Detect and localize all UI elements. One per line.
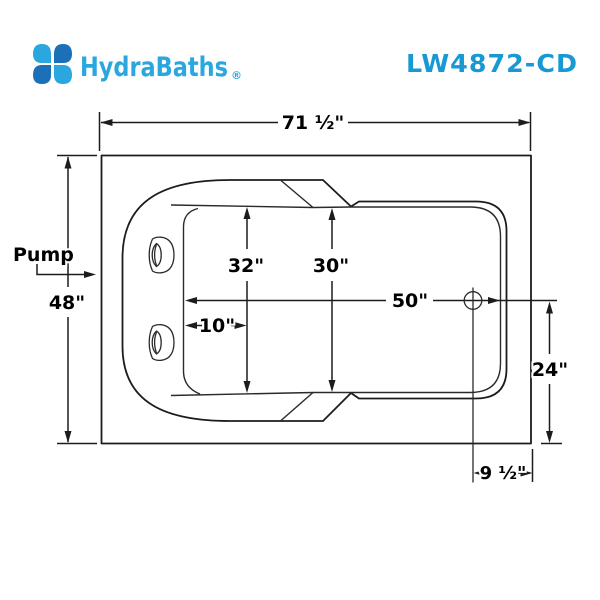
backrest-transition-line <box>280 179 314 209</box>
registered-mark: ® <box>231 69 242 82</box>
dimension-label-drain-from-end: 9 ½" <box>480 463 527 484</box>
brand-logo: HydraBaths ® <box>33 44 242 84</box>
dimension-basin-depth: 30" <box>311 208 351 392</box>
dimension-label-overall-width: 71 ½" <box>282 112 345 134</box>
dimension-overall-depth: 48" <box>47 154 97 445</box>
pump-callout: Pump <box>11 242 96 278</box>
logo-mark <box>33 44 72 84</box>
dimension-label-seat-area-depth: 32" <box>228 255 264 277</box>
jet-icon <box>148 323 175 362</box>
dimension-label-seat-length: 10" <box>199 315 235 337</box>
dimension-drain-from-front: 24" <box>530 301 570 445</box>
logo-petal <box>33 44 51 63</box>
dimension-overall-width: 71 ½" <box>98 110 532 151</box>
dimension-label-basin-length: 50" <box>392 290 428 312</box>
pump-label: Pump <box>13 244 74 266</box>
logo-petal <box>54 65 72 84</box>
dimension-drain-from-end: 9 ½" <box>473 449 534 486</box>
pump-leader-line <box>36 264 86 276</box>
dimension-seat-length: 10" <box>185 313 247 339</box>
dimension-label-overall-depth: 48" <box>49 292 85 314</box>
backrest-transition-line <box>280 391 314 422</box>
logo-wordmark: HydraBaths <box>80 52 228 83</box>
drain-icon <box>463 287 483 483</box>
jet-icon <box>148 236 175 274</box>
dimension-basin-length: 50" <box>185 288 557 314</box>
seat-edge-line <box>182 207 201 395</box>
logo-petal <box>33 65 51 84</box>
tub-rim-outline <box>121 179 508 422</box>
logo-petal <box>54 44 72 63</box>
dimension-seat-area-depth: 32" <box>226 207 266 393</box>
dimension-label-basin-depth: 30" <box>313 255 349 277</box>
deck-outline <box>100 154 532 445</box>
dimension-label-drain-from-front: 24" <box>532 359 568 381</box>
model-number: LW4872-CD <box>406 49 578 78</box>
pump-leader-arrow <box>84 271 96 278</box>
